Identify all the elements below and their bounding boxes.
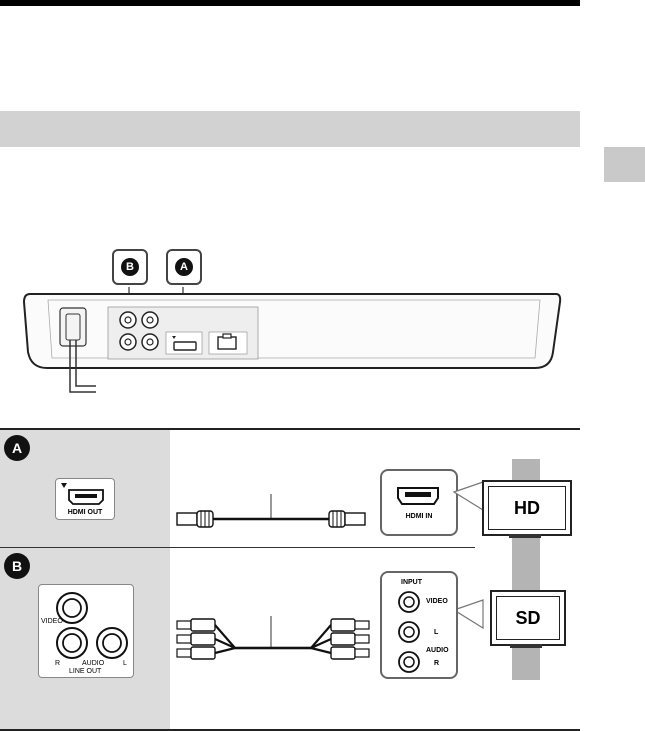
sd-tv: SD	[490, 590, 566, 646]
tv-pointers	[452, 481, 484, 630]
line-out-label: LINE OUT	[69, 668, 102, 675]
hd-tv-label: HD	[514, 497, 540, 518]
player-rear-panel	[22, 287, 562, 393]
hdmi-port-icon	[61, 483, 104, 505]
table-top-rule	[0, 428, 580, 430]
section-band	[0, 111, 580, 147]
marker-b: B	[121, 258, 139, 276]
row-a-marker: A	[4, 435, 30, 461]
tv-input-r-label: R	[434, 660, 440, 667]
tv-input-l-label: L	[434, 629, 439, 636]
line-out-video-label: VIDEO	[41, 618, 63, 625]
hdmi-cable	[176, 494, 366, 528]
hd-tv: HD	[482, 480, 572, 536]
tv-input-video-label: VIDEO	[426, 598, 448, 605]
side-tab	[604, 147, 645, 182]
hd-tv-screen: HD	[488, 486, 566, 530]
marker-a-callout: A	[166, 249, 202, 285]
sd-tv-stand	[510, 644, 542, 648]
tv-input-audio-label: AUDIO	[426, 647, 449, 654]
row-b-marker: B	[4, 553, 30, 579]
sd-tv-screen: SD	[496, 596, 560, 640]
line-out-r-label: R	[55, 660, 61, 667]
rca-ports-icon	[56, 592, 128, 659]
top-rule	[0, 0, 580, 6]
hd-tv-stand	[509, 534, 541, 538]
hdmi-in-panel: HDMI IN	[380, 469, 458, 536]
rca-cable	[176, 616, 370, 660]
marker-a: A	[175, 258, 193, 276]
tv-input-panel: INPUT VIDEO L AUDIO R	[380, 571, 458, 679]
line-out-l-label: L	[123, 660, 127, 667]
tv-input-label: INPUT	[401, 579, 422, 586]
hdmi-in-label: HDMI IN	[405, 513, 433, 520]
hdmi-out-label: HDMI OUT	[67, 509, 103, 516]
line-out-audio-label: AUDIO	[82, 660, 105, 667]
line-out-ports: VIDEO R AUDIO L LINE OUT	[38, 584, 134, 678]
marker-b-callout: B	[112, 249, 148, 285]
tv-rca-jacks-icon	[398, 591, 420, 673]
hdmi-in-port-icon	[397, 487, 439, 505]
hdmi-out-port: HDMI OUT	[55, 478, 115, 520]
row-divider	[0, 547, 475, 548]
sd-tv-label: SD	[515, 607, 541, 628]
